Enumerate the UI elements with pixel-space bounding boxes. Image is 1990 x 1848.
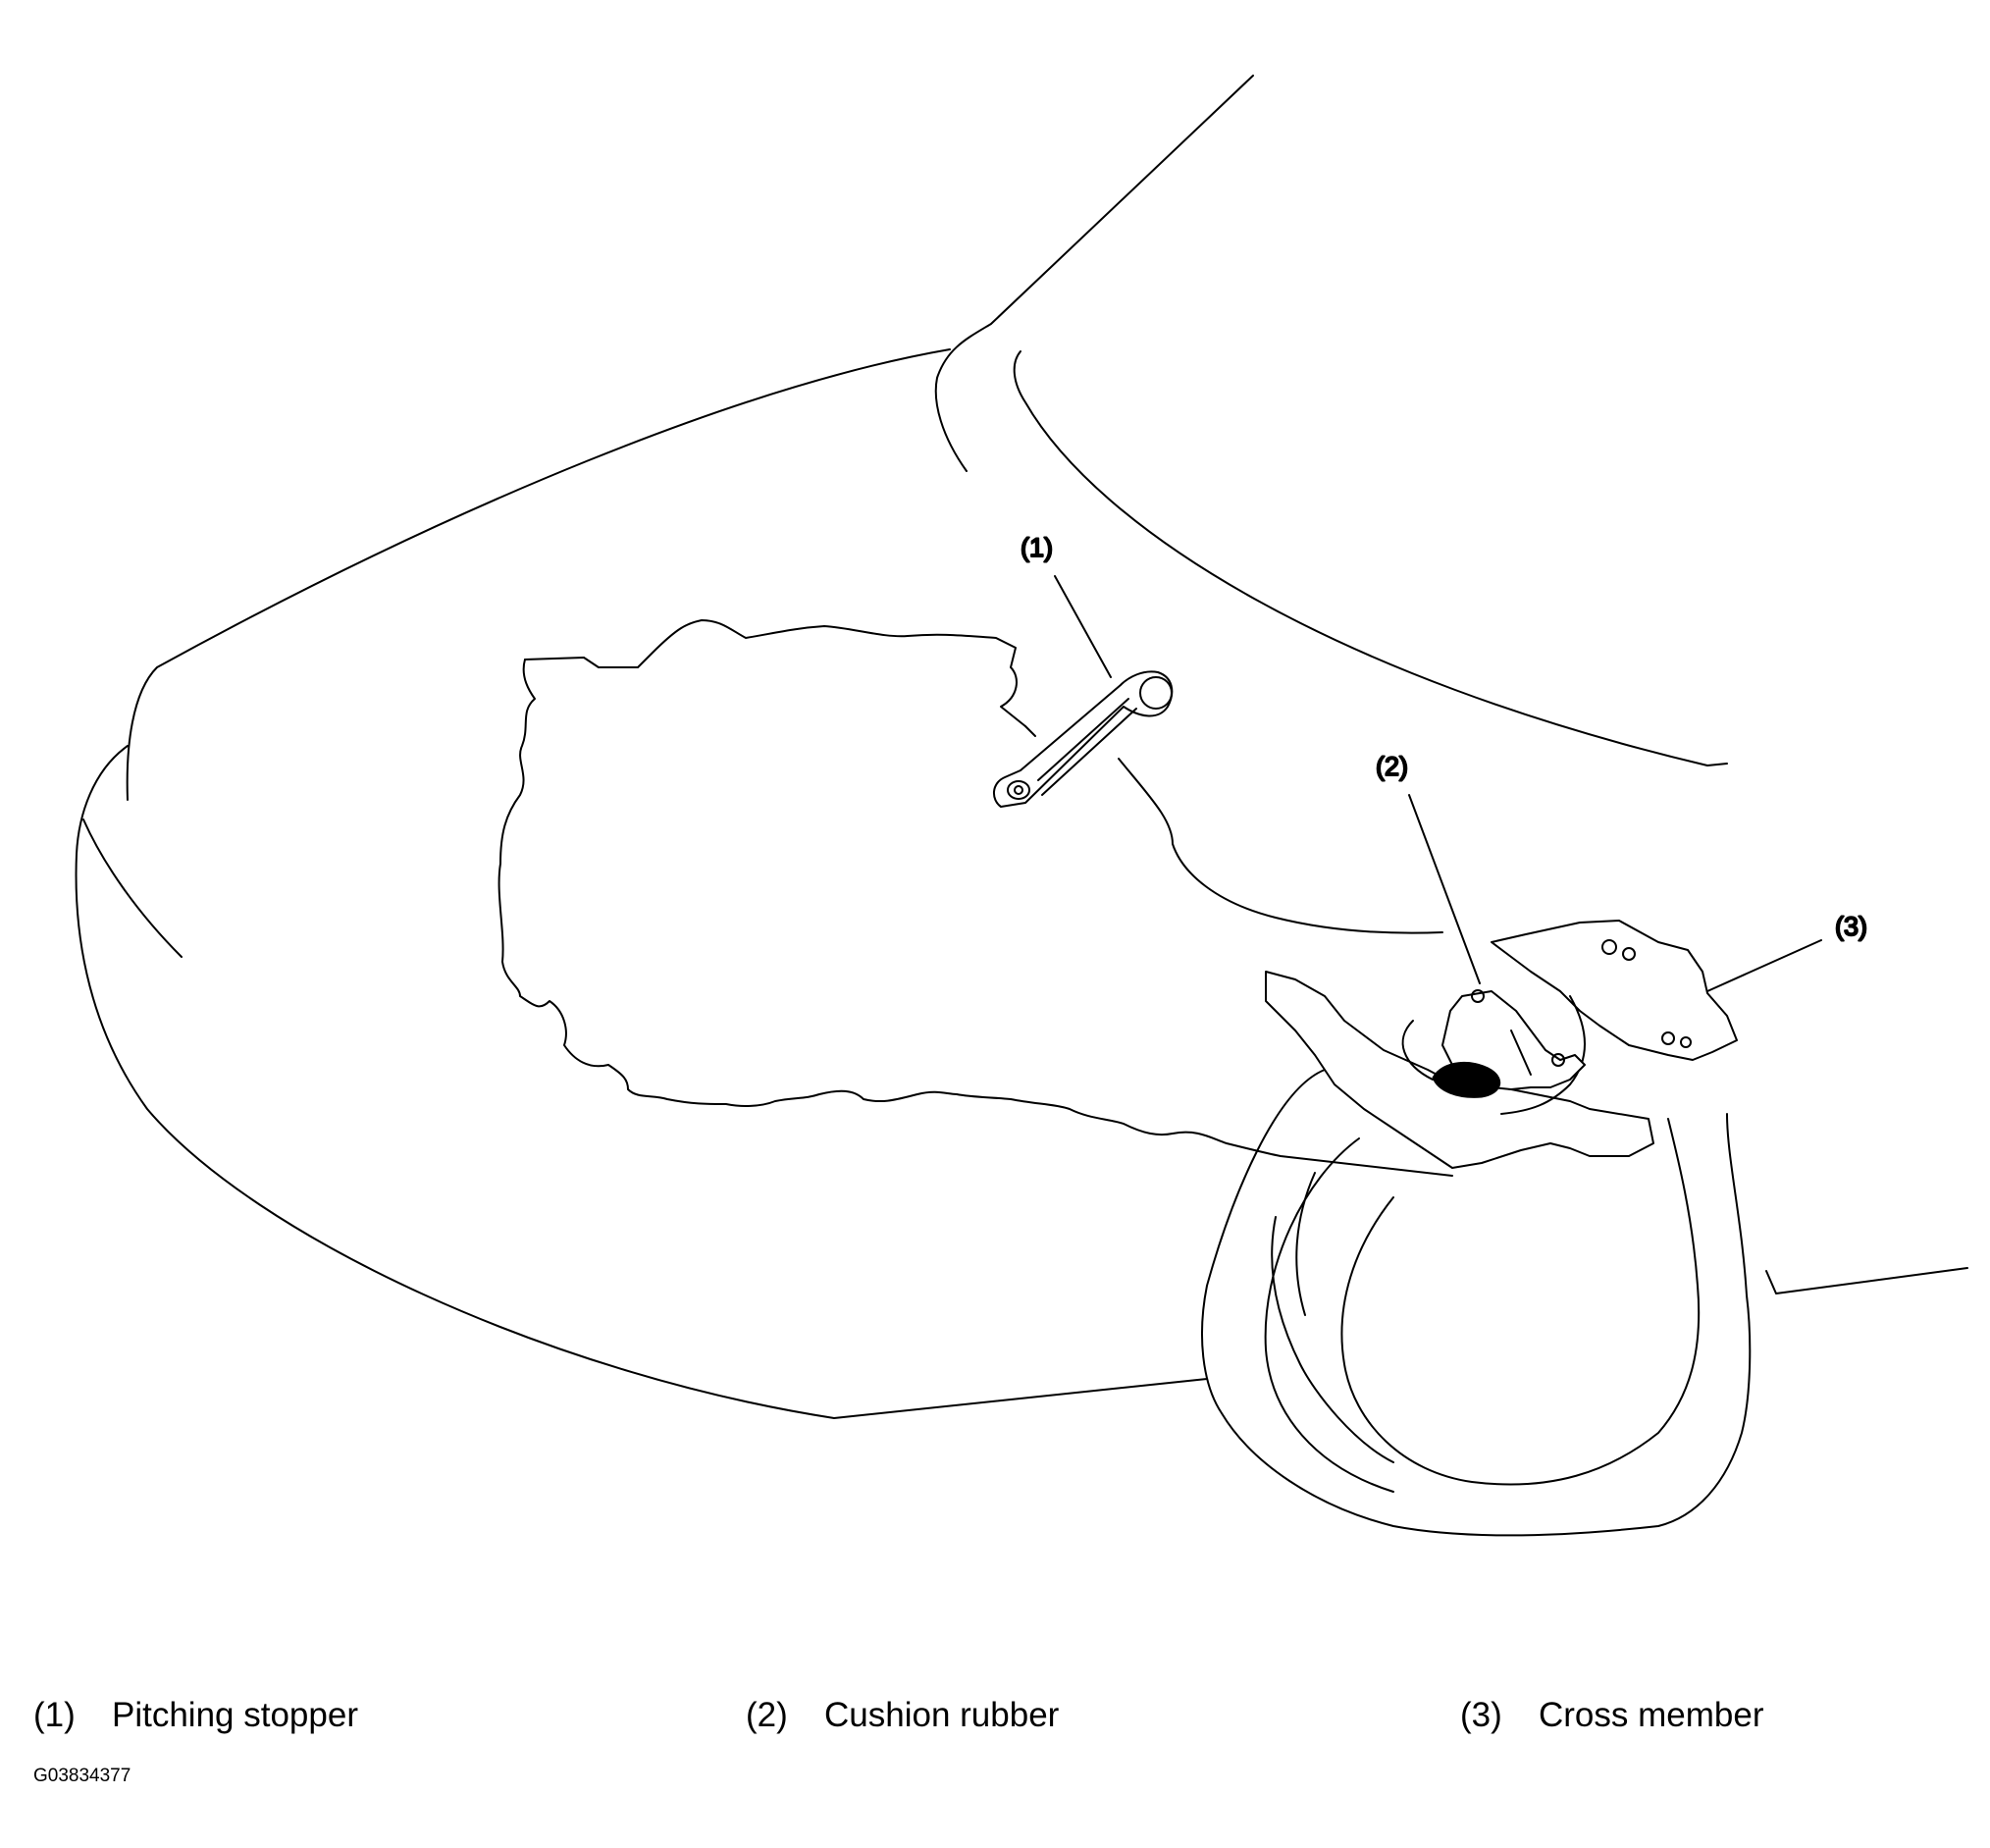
leader-lines bbox=[1054, 575, 1822, 992]
legend-number: (3) bbox=[1460, 1696, 1502, 1734]
legend-label: Cross member bbox=[1539, 1696, 1764, 1734]
cushion-rubber-part bbox=[1432, 989, 1586, 1098]
front-wheel-tire bbox=[1201, 1069, 1752, 1537]
legend-number: (1) bbox=[33, 1696, 76, 1734]
callout-3-label: (3) bbox=[1835, 912, 1867, 941]
figure-id: G03834377 bbox=[33, 1766, 131, 1786]
legend-item-pitching-stopper: (1) Pitching stopper bbox=[33, 1696, 358, 1735]
vehicle-body-outline bbox=[75, 75, 1968, 1419]
cross-member-part bbox=[1265, 920, 1738, 1169]
legend-item-cushion-rubber: (2) Cushion rubber bbox=[746, 1696, 1059, 1735]
legend-item-cross-member: (3) Cross member bbox=[1460, 1696, 1763, 1735]
engine-transmission-outline bbox=[498, 619, 1453, 1177]
callout-2-label: (2) bbox=[1376, 752, 1408, 781]
legend-label: Cushion rubber bbox=[824, 1696, 1060, 1734]
pitching-stopper-part bbox=[993, 670, 1174, 808]
legend-label: Pitching stopper bbox=[112, 1696, 358, 1734]
callout-1-label: (1) bbox=[1021, 533, 1053, 562]
legend-number: (2) bbox=[746, 1696, 788, 1734]
